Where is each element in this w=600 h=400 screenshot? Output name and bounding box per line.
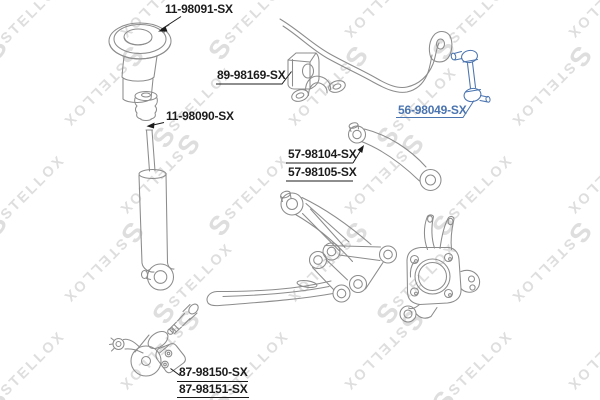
part-label-11-98090-sx: 11-98090-SX xyxy=(166,109,234,123)
axle-shaft-drawing xyxy=(167,303,199,335)
strut-mount-drawing xyxy=(108,22,172,103)
stabilizer-link-drawing xyxy=(450,49,491,103)
stabilizer-bushing-bracket-drawing xyxy=(287,52,346,102)
stabilizer-bar-drawing xyxy=(279,18,453,93)
trailing-arm-assembly-drawing xyxy=(206,242,398,307)
leader-lines xyxy=(146,16,475,398)
bump-stop-drawing xyxy=(134,90,158,121)
lower-control-arm-drawing xyxy=(279,190,372,263)
part-label-56-98049-sx[interactable]: 56-98049-SX xyxy=(398,103,467,117)
steering-knuckle-drawing xyxy=(399,214,481,323)
part-label-87-98151-sx: 87-98151-SX xyxy=(179,382,248,396)
part-label-89-98169-sx: 89-98169-SX xyxy=(217,68,286,82)
trailing-arm-bushing-bracket-drawing xyxy=(108,330,186,377)
part-label-57-98105-sx: 57-98105-SX xyxy=(288,165,357,179)
part-label-11-98091-sx: 11-98091-SX xyxy=(165,2,233,16)
shock-absorber-drawing xyxy=(138,129,175,291)
upper-control-arm-drawing xyxy=(347,122,442,192)
part-label-87-98150-sx: 87-98150-SX xyxy=(179,365,248,379)
part-label-57-98104-sx: 57-98104-SX xyxy=(288,147,357,161)
